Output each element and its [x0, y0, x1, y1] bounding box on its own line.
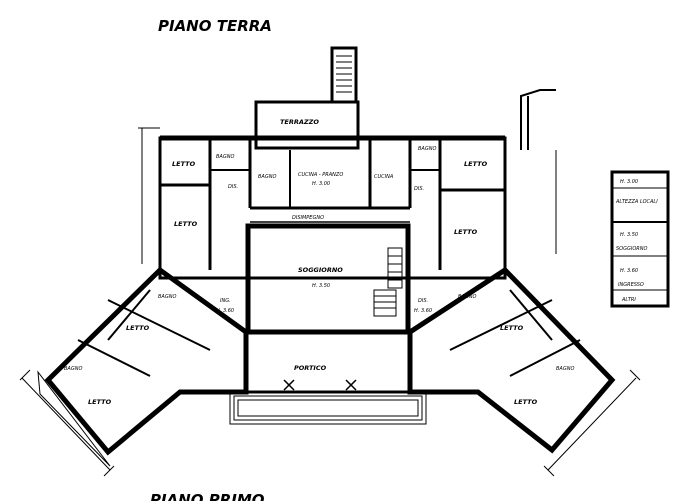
room-label-portico: PORTICO: [294, 364, 327, 372]
right-wing-walls: [407, 266, 616, 454]
plan-title: PIANO TERRA: [158, 17, 272, 35]
room-label-cucina-right: CUCINA: [374, 174, 394, 180]
external-stair-right: [520, 89, 556, 150]
legend-row-6: INGRESSO: [618, 282, 644, 288]
room-label-dis-right: DIS.: [414, 186, 424, 192]
room-label-bagno-wing-left-lower: BAGNO: [64, 366, 82, 372]
room-label-bagno-top-left: BAGNO: [216, 154, 234, 160]
room-label-soggiorno-height: H. 3.50: [312, 283, 330, 289]
left-wing-walls: [37, 266, 249, 467]
room-label-bagno-wing-left: BAGNO: [158, 294, 176, 300]
room-label-ingresso-left: ING.: [220, 298, 231, 304]
room-label-letto-top-left: LETTO: [172, 160, 196, 168]
legend-box: H. 3.00 ALTEZZA LOCALI H. 3.50 SOGGIORNO…: [610, 170, 670, 308]
room-label-letto-top-right: LETTO: [464, 160, 488, 168]
room-label-letto-right: LETTO: [454, 228, 478, 236]
room-label-soggiorno: SOGGIORNO: [298, 266, 343, 274]
room-label-bagno-center-left: BAGNO: [258, 174, 276, 180]
right-wing-dimension-lines: [543, 369, 641, 477]
room-label-cucina-pranzo: CUCINA - PRANZO: [298, 172, 343, 178]
left-wing-dimension-lines: [19, 369, 115, 477]
room-label-ingresso-right: DIS.: [418, 298, 428, 304]
room-label-letto-wing-left-lower: LETTO: [88, 398, 112, 406]
portico-area: [229, 330, 427, 425]
side-dimension-lines: [138, 127, 557, 264]
central-block-walls: [158, 135, 507, 280]
legend-row-5: H. 3.60: [620, 268, 638, 274]
room-label-bagno-wing-right-lower: BAGNO: [556, 366, 574, 372]
room-label-letto-wing-left-upper: LETTO: [126, 324, 150, 332]
room-label-ingresso-right-height: H. 3.60: [414, 308, 432, 314]
legend-row-4: SOGGIORNO: [616, 246, 647, 252]
internal-stair: [373, 247, 403, 317]
room-label-letto-wing-right-lower: LETTO: [514, 398, 538, 406]
legend-row-7: ALTRI: [621, 297, 636, 303]
room-label-bagno-wing-right: BAGNO: [458, 294, 476, 300]
room-label-terrazzo: TERRAZZO: [280, 118, 319, 126]
room-label-bagno-top-right: BAGNO: [418, 146, 436, 152]
room-label-dis-left: DIS.: [228, 184, 238, 190]
legend-row-2: ALTEZZA LOCALI: [615, 199, 658, 205]
external-stair-top: [330, 46, 358, 104]
legend-row-1: H. 3.00: [620, 179, 638, 185]
room-label-cucina-pranzo-height: H. 3.00: [312, 181, 330, 187]
room-label-disimpegno: DISIMPEGNO: [292, 215, 324, 221]
footer-title: PIANO PRIMO: [150, 491, 265, 501]
room-label-letto-wing-right-upper: LETTO: [500, 324, 524, 332]
terrazzo-top-room: [254, 100, 360, 150]
legend-row-3: H. 3.50: [620, 232, 638, 238]
room-label-ingresso-left-height: H. 3.60: [216, 308, 234, 314]
room-label-letto-left: LETTO: [174, 220, 198, 228]
